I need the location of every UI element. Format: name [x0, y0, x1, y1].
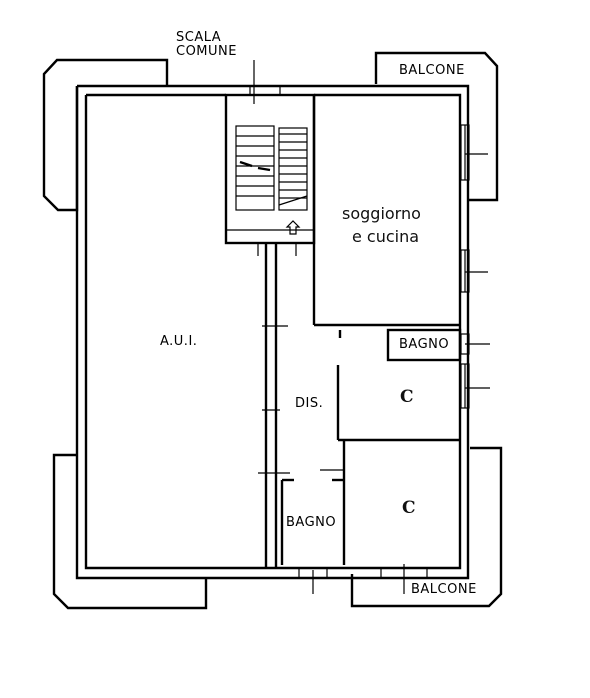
- perimeter-walls: [75, 84, 470, 580]
- interior-walls: [258, 95, 462, 568]
- soggiorno-label-line2: e cucina: [352, 227, 419, 246]
- windows: [298, 124, 490, 594]
- balcone-bottom-label: BALCONE: [411, 582, 477, 597]
- scala-label-line2: COMUNE: [176, 44, 237, 59]
- bagno-right-label: BAGNO: [399, 337, 449, 352]
- dis-label: DIS.: [295, 396, 323, 411]
- stairwell: [224, 60, 316, 256]
- camera-upper-label: C: [400, 387, 414, 407]
- bagno-lower-label: BAGNO: [286, 515, 336, 530]
- aui-label: A.U.I.: [160, 334, 197, 349]
- camera-lower-label: C: [402, 498, 416, 518]
- soggiorno-label-line1: soggiorno: [342, 204, 421, 223]
- terrace-outlines: [42, 51, 503, 610]
- balcone-top-label: BALCONE: [399, 63, 465, 78]
- scala-label-line1: SCALA: [176, 30, 221, 45]
